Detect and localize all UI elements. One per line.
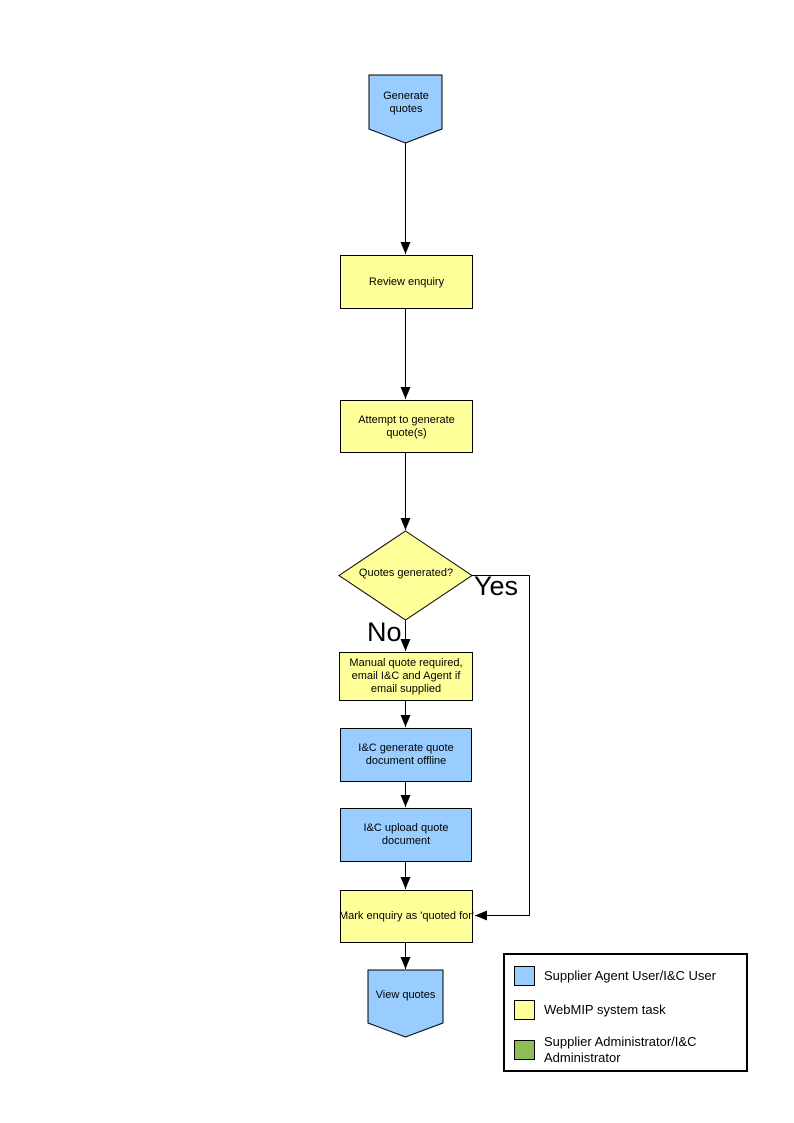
view-quotes-shape: [367, 969, 444, 1038]
branch-label-no: No: [367, 617, 402, 647]
legend-row-supplier-admin: Supplier Administrator/I&C Administrator: [514, 1034, 738, 1066]
node-manual-quote-required-label: Manual quote required, email I&C and Age…: [349, 657, 463, 695]
node-ic-generate-offline-label: I&C generate quote document offline: [358, 742, 454, 767]
legend-swatch-yellow: [514, 1000, 535, 1020]
arrow-decision-yes-to-mark: [472, 575, 530, 921]
decision-diamond-shape: [338, 530, 473, 621]
node-manual-quote-required: Manual quote required, email I&C and Age…: [339, 652, 473, 701]
legend-swatch-blue: [514, 966, 535, 986]
legend-row-supplier-agent: Supplier Agent User/I&C User: [514, 966, 738, 986]
node-mark-enquiry-quoted: Mark enquiry as 'quoted for': [338, 890, 475, 943]
legend-row-webmip-task: WebMIP system task: [514, 1000, 738, 1020]
legend-label-webmip-task: WebMIP system task: [544, 1002, 666, 1017]
legend-label-supplier-admin: Supplier Administrator/I&C Administrator: [544, 1034, 697, 1065]
node-review-enquiry: Review enquiry: [340, 255, 473, 309]
node-review-enquiry-label: Review enquiry: [368, 275, 445, 288]
node-generate-quotes-label: Generate quotes: [383, 90, 429, 115]
node-view-quotes-label: View quotes: [375, 988, 436, 1001]
legend-label-supplier-agent: Supplier Agent User/I&C User: [544, 968, 716, 983]
legend-swatch-green: [514, 1040, 535, 1060]
branch-label-yes: Yes: [474, 571, 519, 601]
node-attempt-generate-quotes-label: Attempt to generate quote(s): [358, 413, 455, 439]
generate-quotes-shape: [368, 74, 443, 144]
node-quotes-generated-label: Quotes generated?: [358, 566, 454, 579]
node-attempt-generate-quotes: Attempt to generate quote(s): [340, 400, 473, 453]
legend: Supplier Agent User/I&C User WebMIP syst…: [503, 953, 748, 1072]
node-mark-enquiry-quoted-label: Mark enquiry as 'quoted for': [338, 910, 475, 922]
node-ic-upload-document-label: I&C upload quote document: [363, 822, 449, 847]
node-ic-generate-offline: I&C generate quote document offline: [340, 728, 472, 782]
node-ic-upload-document: I&C upload quote document: [340, 808, 472, 862]
